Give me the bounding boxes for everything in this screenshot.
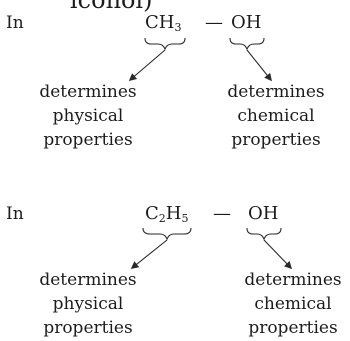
block-2-alkyl-group: C2H5 [145,203,188,230]
block-2-left-line-2: physical [52,294,124,314]
block-1-alkyl-main: CH [145,12,175,33]
block-2-right-description: determines chemical properties [233,268,350,340]
block-1-right-line-1: determines [227,82,325,102]
block-2-left-underbrace [142,227,192,241]
block-2-alkyl-main-h: H [165,203,182,224]
block-1-alkyl-sub: 3 [174,21,182,34]
block-2-alkyl-sub-h: 5 [181,212,189,225]
block-1-right-line-2: chemical [237,106,315,126]
block-1-left-line-3: properties [43,130,133,150]
block-2-prefix: In [6,204,24,224]
block-2-dash: — [213,203,231,224]
top-cropped-text: lcohol) [70,0,153,14]
block-2-alkyl-main-c: C [145,203,159,224]
block-2-left-description: determines physical properties [28,268,148,340]
block-1-right-arrow [246,49,272,82]
block-2-left-line-3: properties [43,318,133,338]
block-1-right-line-3: properties [231,130,321,150]
block-2-left-line-1: determines [39,270,137,290]
block-1-prefix: In [6,13,24,33]
block-1-left-line-1: determines [39,82,137,102]
block-2-left-arrow [130,239,168,269]
block-2-right-underbrace [246,227,282,241]
top-cropped-text-clip: lcohol) [0,0,200,16]
block-1-alkyl-group: CH3 [145,12,181,39]
block-2-right-line-1: determines [244,270,342,290]
block-2-functional-group: OH [248,203,279,224]
block-1-right-description: determines chemical properties [216,80,336,152]
block-1-left-description: determines physical properties [28,80,148,152]
block-2-right-line-3: properties [248,318,338,338]
block-2-alkyl-sub-c: 2 [158,212,166,225]
block-2-right-arrow [263,239,293,270]
block-1-dash: — [205,12,223,33]
block-1-left-arrow [128,49,166,82]
block-1-right-underbrace [229,37,265,51]
block-1-left-underbrace [144,37,186,51]
block-2-right-line-2: chemical [254,294,332,314]
block-1-left-line-2: physical [52,106,124,126]
block-1-functional-group: OH [231,12,262,33]
